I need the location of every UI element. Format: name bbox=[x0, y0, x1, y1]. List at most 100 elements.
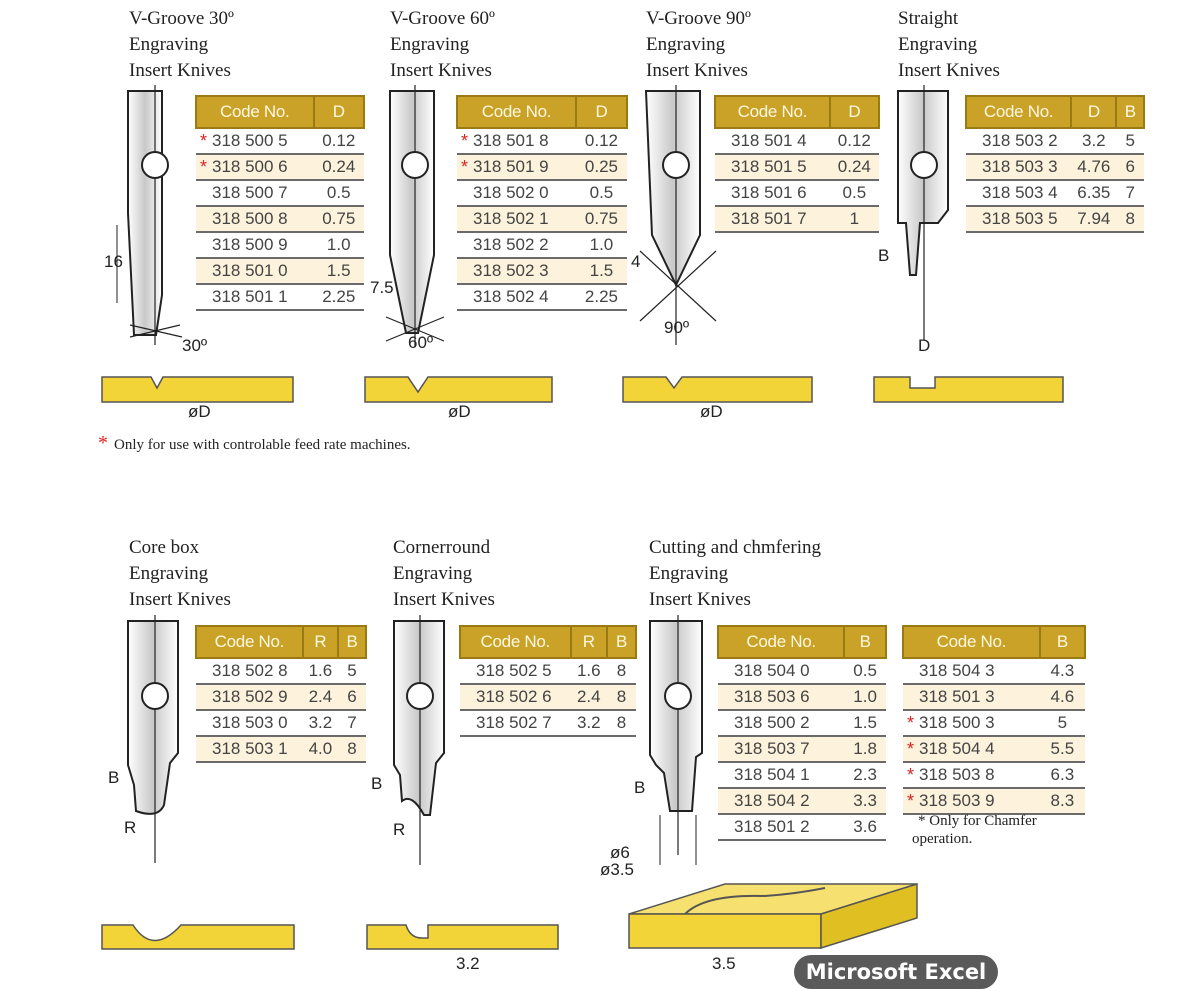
cell-code: 318 501 6 bbox=[715, 180, 830, 207]
cell-code: 318 503 5 bbox=[966, 206, 1072, 233]
header-code: Code No. bbox=[456, 95, 577, 129]
dim-angle-vgroove90: 90º bbox=[664, 318, 690, 337]
header-r: R bbox=[301, 625, 340, 659]
cell-code: 318 503 7 bbox=[718, 736, 845, 763]
cell-code: 318 502 7 bbox=[460, 710, 571, 737]
tool-cornerround-drawing bbox=[393, 615, 445, 865]
header-code: Code No. bbox=[195, 95, 315, 129]
tool-vgroove30-drawing bbox=[116, 85, 183, 345]
cell-d-value: 6.35 bbox=[1077, 183, 1111, 202]
star-marker: * bbox=[907, 765, 915, 785]
cell-b: 4.6 bbox=[1039, 684, 1085, 711]
cell-code-value: 318 503 3 bbox=[982, 157, 1058, 176]
cell-b-value: 7 bbox=[1125, 183, 1135, 202]
cell-r: 2.4 bbox=[302, 684, 339, 711]
cell-code: 318 502 0 bbox=[457, 180, 576, 207]
cell-r-value: 2.4 bbox=[308, 687, 333, 706]
cell-code-value: 318 501 4 bbox=[731, 131, 807, 150]
cell-d-value: 2.25 bbox=[322, 287, 356, 306]
table-row: 318 501 6 0.5 bbox=[715, 180, 879, 207]
cell-code-value: 318 500 2 bbox=[734, 713, 810, 732]
dim-angle-vgroove30: 30º bbox=[182, 336, 208, 355]
cell-d-value: 1.0 bbox=[589, 235, 614, 254]
cell-b: 0.5 bbox=[844, 658, 886, 685]
cell-b-value: 5 bbox=[347, 661, 357, 680]
cell-code: 318 503 2 bbox=[966, 128, 1072, 155]
cell-b: 1.5 bbox=[844, 710, 886, 737]
cell-code: 318 501 5 bbox=[715, 154, 830, 181]
cell-code-value: 318 500 3 bbox=[919, 713, 995, 732]
cell-d: 6.35 bbox=[1071, 180, 1117, 207]
cell-b: 5 bbox=[1116, 128, 1144, 155]
cell-code-value: 318 502 3 bbox=[473, 261, 549, 280]
table-row: 318 501 1 2.25 bbox=[196, 284, 364, 311]
cell-d: 2.25 bbox=[575, 284, 627, 311]
cell-code-value: 318 501 1 bbox=[212, 287, 288, 306]
dim-angle-vgroove60: 60º bbox=[408, 333, 434, 352]
cell-b: 8 bbox=[607, 658, 636, 685]
cell-code: 318 502 4 bbox=[457, 284, 576, 311]
cell-d-value: 0.25 bbox=[584, 157, 618, 176]
cell-code-value: 318 503 9 bbox=[919, 791, 995, 810]
cell-r-value: 3.2 bbox=[576, 713, 601, 732]
star-marker: * bbox=[200, 157, 208, 177]
star-marker: * bbox=[461, 157, 469, 177]
cell-code-value: 318 504 4 bbox=[919, 739, 995, 758]
cell-code-value: 318 501 6 bbox=[731, 183, 807, 202]
cell-b: 8.3 bbox=[1039, 788, 1085, 815]
cell-b-value: 8 bbox=[347, 739, 357, 758]
cell-d-value: 0.5 bbox=[589, 183, 614, 202]
cell-d-value: 1.5 bbox=[589, 261, 614, 280]
chamfer-note: * Only for Chamfer operation. bbox=[904, 812, 1037, 848]
cell-d: 1.5 bbox=[313, 258, 364, 285]
cell-d-value: 0.5 bbox=[842, 183, 867, 202]
cell-b: 8 bbox=[338, 736, 366, 763]
cell-code: *318 503 8 bbox=[903, 762, 1040, 789]
cell-code: 318 502 9 bbox=[196, 684, 303, 711]
cell-d-value: 1 bbox=[849, 209, 860, 228]
star-marker: * bbox=[907, 739, 915, 759]
cell-code-value: 318 502 6 bbox=[476, 687, 552, 706]
cell-code-value: 318 503 0 bbox=[212, 713, 288, 732]
cell-code: 318 501 0 bbox=[196, 258, 314, 285]
cell-code-value: 318 500 9 bbox=[212, 235, 288, 254]
cell-code: 318 504 2 bbox=[718, 788, 845, 815]
profile-straight bbox=[873, 376, 1064, 403]
cell-code: 318 502 2 bbox=[457, 232, 576, 259]
table-row: 318 502 2 1.0 bbox=[457, 232, 627, 259]
header-b: B bbox=[337, 625, 367, 659]
header-code: Code No. bbox=[902, 625, 1041, 659]
cell-code-value: 318 503 2 bbox=[982, 131, 1058, 150]
cell-code-value: 318 504 2 bbox=[734, 791, 810, 810]
tool-vgroove90-drawing bbox=[639, 85, 717, 345]
cell-r: 1.6 bbox=[302, 658, 339, 685]
chamfer-note-line2: operation. bbox=[912, 831, 973, 847]
cell-code-value: 318 500 7 bbox=[212, 183, 288, 202]
cell-b: 2.3 bbox=[844, 762, 886, 789]
cell-b: 6.3 bbox=[1039, 762, 1085, 789]
dim-length-vgroove60: 7.5 bbox=[370, 278, 394, 297]
cell-code: 318 502 8 bbox=[196, 658, 303, 685]
dim-b-cornerround: B bbox=[371, 774, 383, 793]
cell-code-value: 318 502 7 bbox=[476, 713, 552, 732]
cell-b: 6 bbox=[1116, 154, 1144, 181]
header-b: B bbox=[843, 625, 887, 659]
cell-b-value: 4.6 bbox=[1050, 687, 1075, 706]
cell-b: 5 bbox=[338, 658, 366, 685]
cell-d-value: 0.12 bbox=[322, 131, 356, 150]
cell-d: 1.0 bbox=[313, 232, 364, 259]
